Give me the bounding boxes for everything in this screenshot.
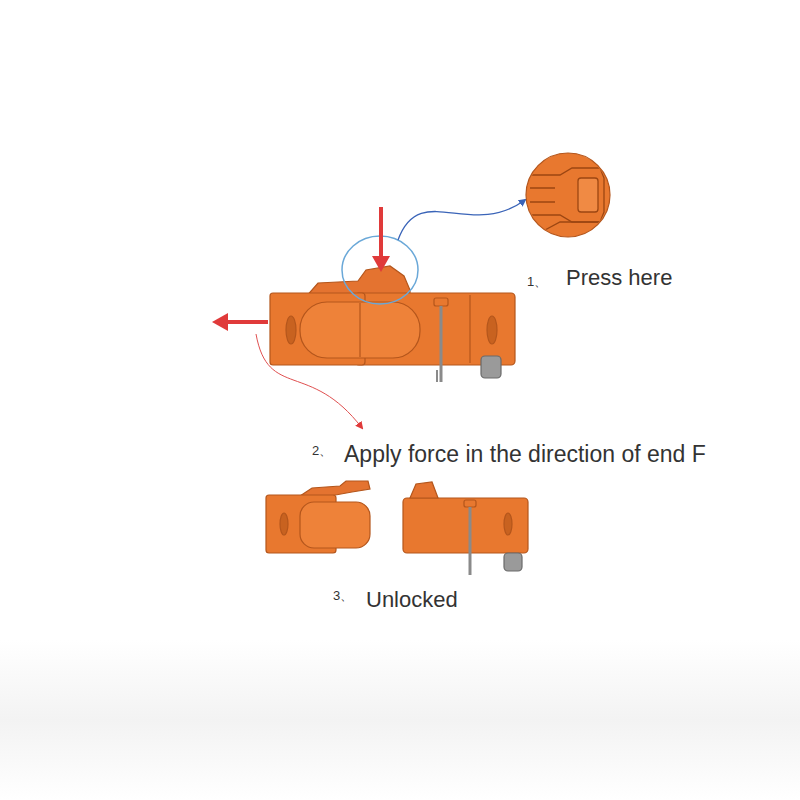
pull-arrowhead — [212, 313, 228, 331]
pull-arrow — [224, 320, 268, 324]
press-arrow — [379, 207, 383, 262]
assembled-connector — [270, 266, 515, 382]
step-label: Apply force in the direction of end F — [344, 443, 706, 466]
callout-number: 2、 — [312, 444, 332, 457]
zoom-leader — [398, 200, 525, 240]
unlocked-connector — [266, 481, 528, 575]
press-arrowhead — [372, 256, 390, 272]
callout-number: 1、 — [527, 275, 547, 288]
callout-number: 3、 — [333, 589, 353, 602]
step-label: Unlocked — [366, 589, 458, 611]
pull-leader — [256, 334, 362, 428]
step-label: Press here — [566, 267, 672, 289]
zoom-inset — [526, 153, 610, 237]
